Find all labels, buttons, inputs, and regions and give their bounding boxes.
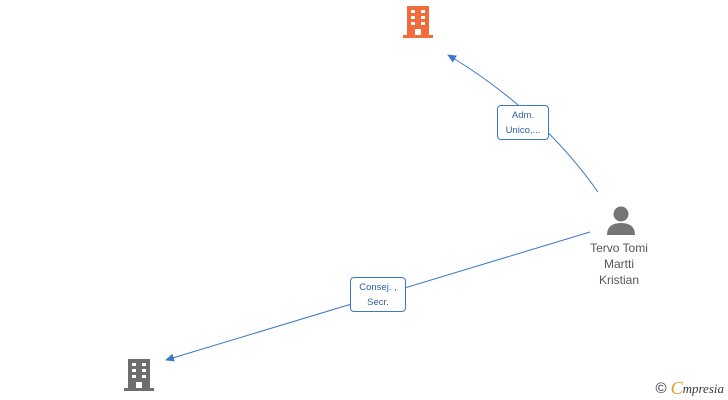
edge-label-line: Secr. [367, 297, 389, 308]
person-name[interactable]: Tervo Tomi Martti Kristian [578, 240, 660, 288]
company-bottom-building-icon[interactable] [124, 359, 154, 391]
person-name-line: Martti [604, 257, 634, 271]
edge-label-adm-unico[interactable]: Adm. Unico,... [497, 105, 549, 140]
edge-label-consej-secr[interactable]: Consej. , Secr. [350, 277, 406, 312]
copyright-icon: © [655, 380, 667, 397]
company-top-building-icon[interactable] [403, 6, 433, 38]
brand-logo-initial: C [670, 378, 683, 398]
edge-label-line: Unico,... [505, 125, 541, 136]
edge-label-line: Consej. , [359, 282, 397, 293]
person-name-line: Kristian [598, 273, 639, 287]
person-icon[interactable] [607, 206, 635, 236]
person-name-line: Tervo Tomi [590, 241, 648, 255]
edge-label-line: Adm. [511, 110, 535, 121]
brand-logo-text: mpresia [682, 380, 724, 396]
brand-watermark: © C mpresia [656, 378, 724, 399]
